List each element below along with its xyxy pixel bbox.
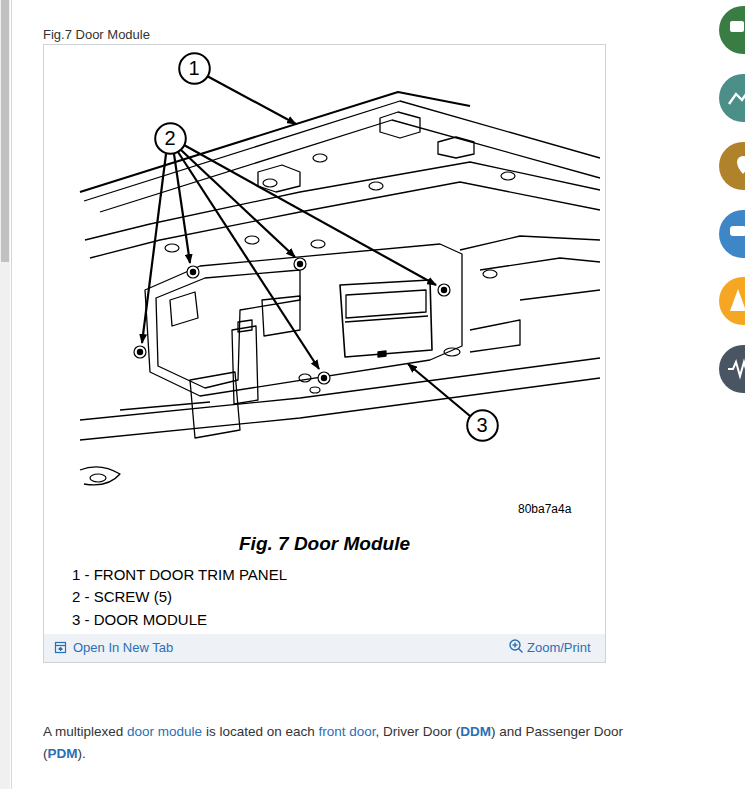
open-tab-icon xyxy=(56,643,66,653)
callout-circle: 1 xyxy=(178,52,211,85)
body-text: , Driver Door ( xyxy=(376,724,461,739)
door-line-art xyxy=(80,92,600,485)
body-text: A multiplexed xyxy=(43,724,123,739)
key-entry: 3 - DOOR MODULE xyxy=(72,611,207,628)
body-link: door module xyxy=(127,724,202,739)
figure-frame xyxy=(44,45,606,663)
figure-heading: Fig.7 Door Module xyxy=(43,27,150,42)
toolbar-link: Zoom/Print xyxy=(527,640,591,655)
callout-number: 3 xyxy=(466,414,499,437)
figure-toolbar xyxy=(44,634,605,662)
zoom-icon xyxy=(510,640,523,653)
body-text: ). xyxy=(78,746,86,761)
body-text: is located on each xyxy=(206,724,315,739)
body-link: front door xyxy=(318,724,375,739)
figure-caption: Fig. 7 Door Module xyxy=(43,533,606,555)
key-entry: 1 - FRONT DOOR TRIM PANEL xyxy=(72,566,287,583)
side-action-icon xyxy=(719,6,745,393)
page-edge xyxy=(11,0,12,789)
scrollbar-track xyxy=(0,0,10,789)
body-paragraph: A multiplexed door module is located on … xyxy=(43,721,683,765)
key-entry: 2 - SCREW (5) xyxy=(72,588,172,605)
callout-circle: 3 xyxy=(466,409,499,442)
figure-code: 80ba7a4a xyxy=(518,502,571,516)
body-text: ) and Passenger Door xyxy=(491,724,623,739)
leader-line xyxy=(142,76,470,416)
body-text: ( xyxy=(43,746,48,761)
toolbar-link: Open In New Tab xyxy=(73,640,173,655)
body-link: PDM xyxy=(48,746,78,761)
body-link: DDM xyxy=(460,724,491,739)
scrollbar-thumb xyxy=(1,0,9,262)
screw xyxy=(134,258,450,384)
callout-circle: 2 xyxy=(154,122,187,155)
callout-number: 1 xyxy=(178,57,211,80)
callout-number: 2 xyxy=(154,127,187,150)
grommet xyxy=(90,154,515,482)
